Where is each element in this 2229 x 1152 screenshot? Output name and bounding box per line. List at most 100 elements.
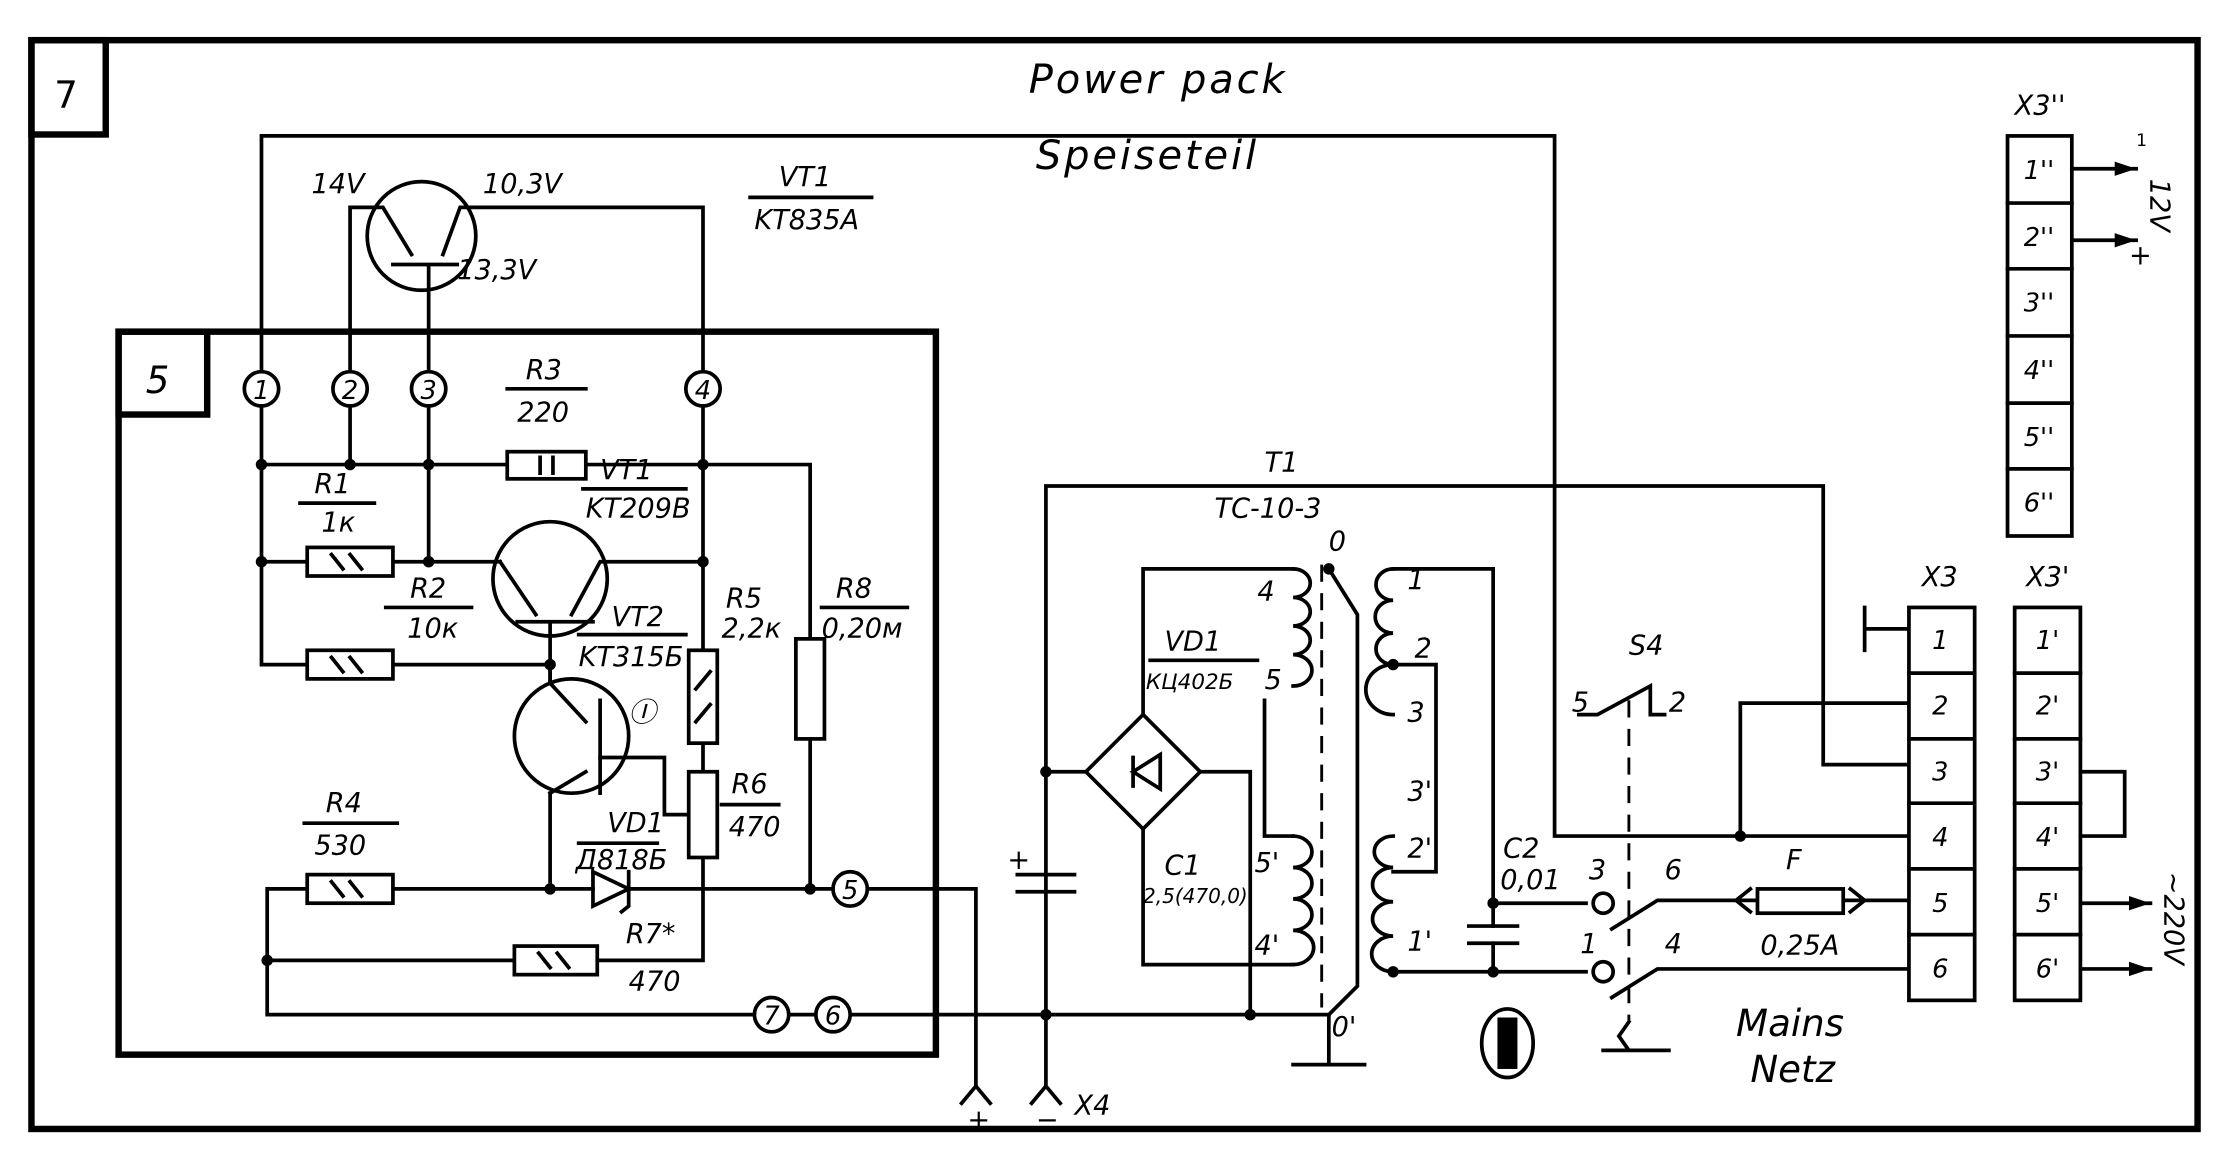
junction-dots xyxy=(255,458,1256,1021)
capacitor-c2 xyxy=(1466,924,1520,946)
transistor-vt1-kt209b xyxy=(491,519,705,686)
transformer-t1 xyxy=(1291,563,1499,1067)
pin-5: 5 xyxy=(831,869,870,908)
vt1-ref: VT1 xyxy=(600,455,652,486)
pin-4: 4 xyxy=(683,369,722,408)
vt2-type: KT315Б xyxy=(579,642,684,673)
r3-ref: R3 xyxy=(526,355,562,386)
r6-value: 470 xyxy=(729,812,781,843)
capacitor-c1 xyxy=(1015,872,1077,894)
svg-text:6: 6 xyxy=(825,1002,841,1032)
pin-3: 3 xyxy=(409,369,448,408)
vd1-zener-type: Д818Б xyxy=(575,845,668,876)
x3-pin-2: 2 xyxy=(1932,692,1948,722)
x3pp-pin-2: 2'' xyxy=(2024,223,2055,253)
x4-plus-label: + xyxy=(967,1105,990,1136)
x3pp-pin-3: 3'' xyxy=(2024,289,2055,319)
resistor-r4 xyxy=(305,872,395,906)
s4-contact-2: 2 xyxy=(1669,688,1686,719)
vt1-main-ref: VT1 xyxy=(779,162,831,193)
pin-1: 1 xyxy=(242,369,281,408)
r2-ref: R2 xyxy=(410,573,446,604)
x3p-pin-3: 3' xyxy=(2036,757,2059,787)
pin-2: 2 xyxy=(331,369,370,408)
c2-value: 0,01 xyxy=(1500,865,1560,896)
x3p-pin-5: 5' xyxy=(2036,889,2059,919)
t1-ref: T1 xyxy=(1265,448,1299,479)
block-5-tag xyxy=(115,328,211,418)
x4-terminal-plus xyxy=(958,1083,993,1106)
c2-ref: C2 xyxy=(1503,833,1539,864)
r8-value: 0,20м xyxy=(822,613,903,644)
x3p-pin-2: 2' xyxy=(2036,692,2059,722)
t1-type: TC-10-3 xyxy=(1215,493,1322,524)
resistor-r5 xyxy=(686,648,720,746)
c1-plus: + xyxy=(1007,845,1030,876)
title-de: Speiseteil xyxy=(1036,133,1259,179)
vt1-emitter-voltage: 10,3V xyxy=(483,169,564,200)
svg-text:5: 5 xyxy=(842,876,858,906)
x3-pin-6: 6 xyxy=(1932,955,1948,985)
block-5-frame xyxy=(115,328,940,1058)
vt1-base-voltage: 14V xyxy=(311,169,367,200)
connector-x3 xyxy=(1907,605,1977,1003)
x3pp-pin-1: 1'' xyxy=(2024,156,2055,186)
x4-terminal-minus xyxy=(1029,1083,1063,1106)
resistor-r1 xyxy=(305,545,395,578)
t1-tap-bottom: 0' xyxy=(1332,1012,1357,1043)
x3p-pin-1: 1' xyxy=(2036,626,2059,656)
vd1-zener-ref: VD1 xyxy=(607,808,664,839)
x3pp-plus: + xyxy=(2129,241,2152,272)
x3-pin-3: 3 xyxy=(1932,757,1948,787)
resistor-r3 xyxy=(505,449,588,481)
zener-diode-vd1 xyxy=(591,868,633,915)
x3pp-ref: X3'' xyxy=(2013,90,2066,121)
x4-ref: X4 xyxy=(1072,1091,1110,1122)
r1-value: 1к xyxy=(321,508,355,539)
vd1-bridge-type: КЦ402Б xyxy=(1146,670,1233,695)
svg-text:2: 2 xyxy=(342,376,358,406)
transistor-vt1-kt835a xyxy=(348,179,705,388)
pin-6: 6 xyxy=(814,995,853,1034)
pin-7: 7 xyxy=(752,995,791,1034)
t1-tap-top: 0 xyxy=(1329,526,1346,557)
vd1-bridge-ref: VD1 xyxy=(1165,626,1222,657)
switch-s4[interactable] xyxy=(1577,682,1911,1053)
outer-frame xyxy=(28,36,2201,1133)
resistor-r2 xyxy=(305,648,395,681)
x3-wires xyxy=(1738,605,1911,838)
r4-ref: R4 xyxy=(326,788,362,819)
x3p-pin-6: 6' xyxy=(2036,955,2059,985)
t1-tap-4: 4 xyxy=(1257,576,1274,607)
r2-value: 10к xyxy=(407,613,459,644)
s4-contact-6: 6 xyxy=(1665,855,1682,886)
svg-text:3: 3 xyxy=(420,376,436,406)
t1-tap-5p: 5' xyxy=(1255,848,1280,879)
resistor-r8 xyxy=(794,637,827,741)
r8-ref: R8 xyxy=(836,573,872,604)
mark-symbol: Ⓘ xyxy=(629,698,660,729)
t1-tap-5: 5 xyxy=(1265,665,1282,696)
vt2-ref: VT2 xyxy=(612,602,664,633)
diode-bridge-vd1 xyxy=(1083,711,1203,832)
resistor-r7 xyxy=(512,944,600,977)
vt1-main-type: KT835A xyxy=(754,205,859,236)
x3p-pin-4: 4' xyxy=(2036,823,2059,853)
s4-contact-3: 3 xyxy=(1589,855,1606,886)
connector-x3-prime xyxy=(2012,605,2153,1003)
t1-tap-4p: 4' xyxy=(1255,931,1280,962)
c1-value: 2,5(470,0) xyxy=(1143,884,1248,908)
t1-tap-2: 2 xyxy=(1415,633,1432,664)
mains-badge-icon xyxy=(1479,1007,1536,1080)
x3pp-pin-6: 6'' xyxy=(2024,489,2055,519)
s4-contact-1: 1 xyxy=(1580,929,1597,960)
c1-ref: C1 xyxy=(1165,851,1201,882)
connector-x3-double-prime xyxy=(2005,134,2138,538)
r7-value: 470 xyxy=(629,966,681,997)
mains-voltage-label: ~220V xyxy=(2158,872,2189,968)
r5-value: 2,2к xyxy=(722,613,782,644)
vt1-type: KT209B xyxy=(586,493,691,524)
x3-pin-1: 1 xyxy=(1932,626,1948,656)
block-5-label: 5 xyxy=(146,359,170,402)
